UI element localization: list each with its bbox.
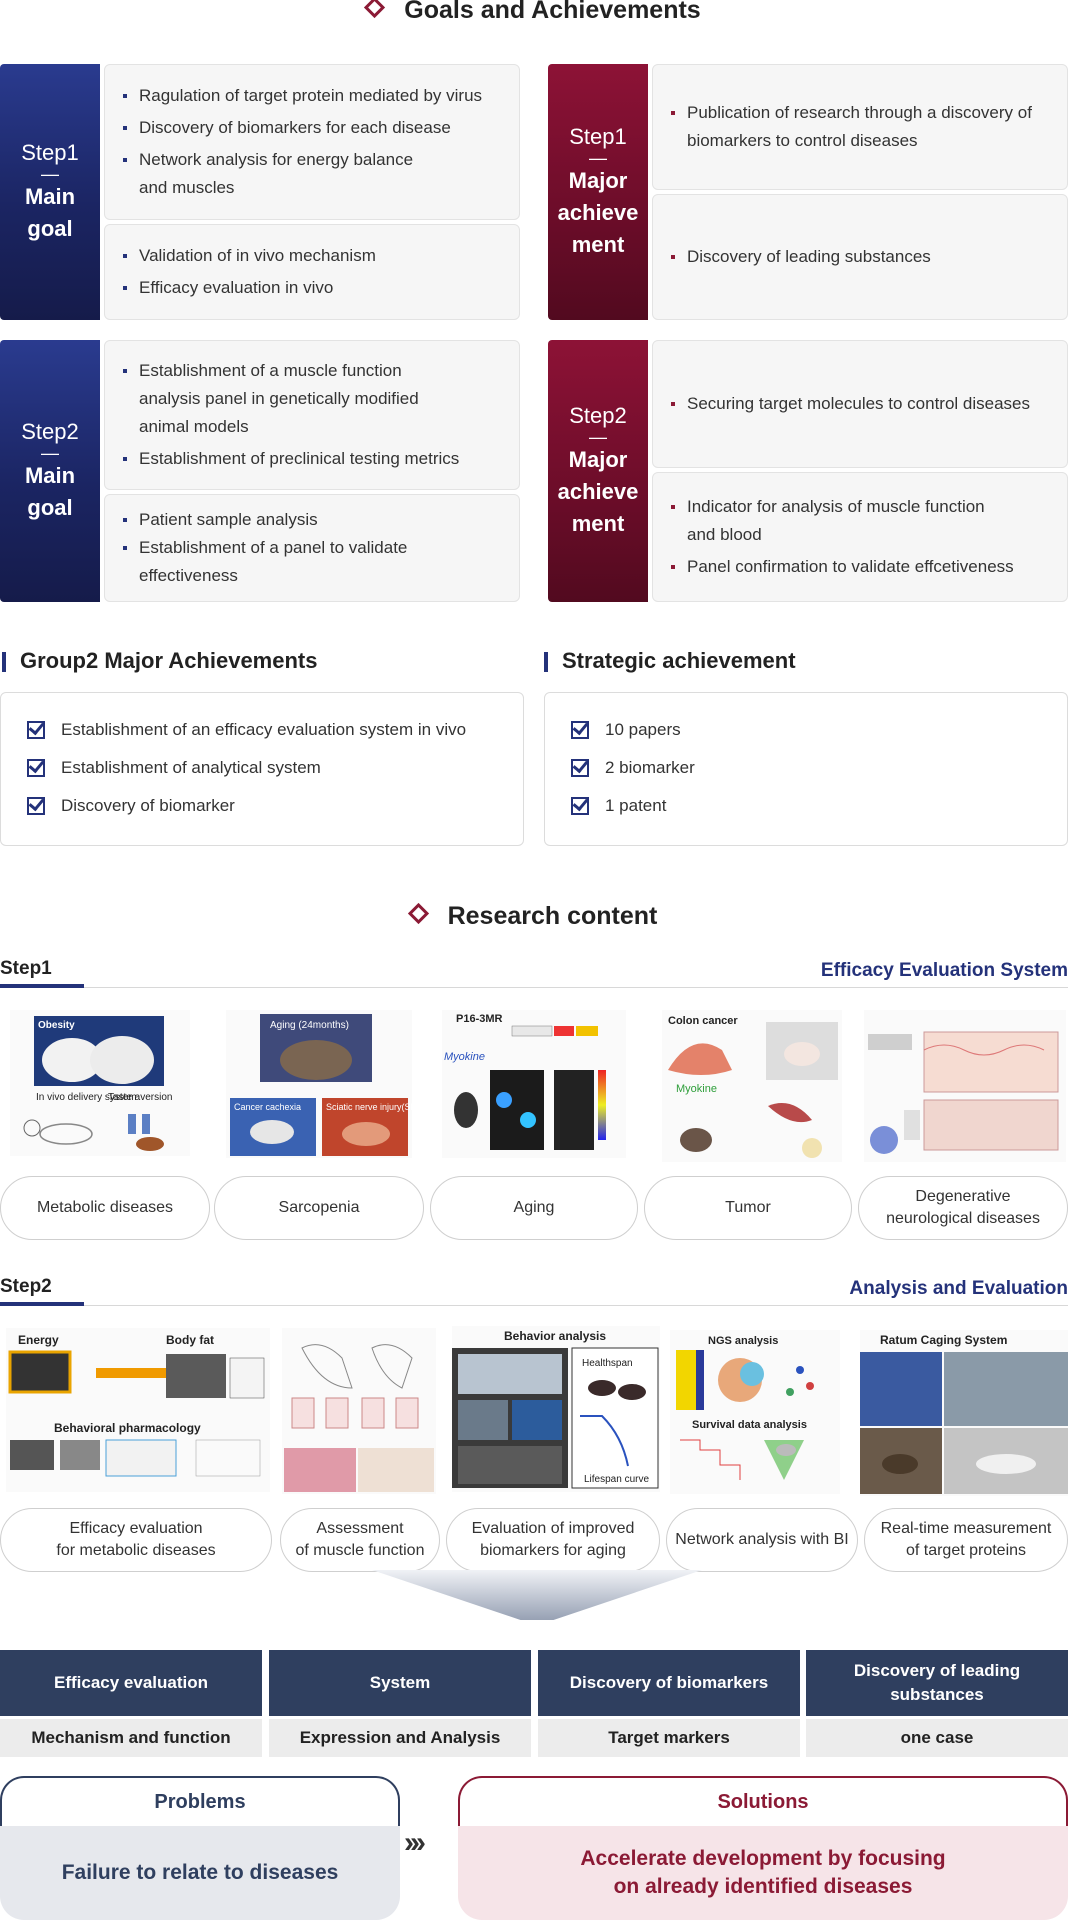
summary-leading-substances: Discovery of leading substances one case: [806, 1650, 1068, 1757]
image-label: P16-3MR: [456, 1013, 503, 1025]
analysis-metabolic-efficacy[interactable]: Efficacy evaluation for metabolic diseas…: [0, 1508, 272, 1572]
summary-biomarkers: Discovery of biomarkers Target markers: [538, 1650, 800, 1757]
achievement-card: Discovery of leading substances: [652, 194, 1068, 320]
achievement-card: Publication of research through a discov…: [652, 64, 1068, 190]
image-label: Ratum Caging System: [880, 1333, 1007, 1347]
behavior-analysis-graphic: Behavior analysis Healthspan Lifespan cu…: [452, 1329, 659, 1489]
summary-efficacy: Efficacy evaluation Mechanism and functi…: [0, 1650, 262, 1757]
image-label: Sciatic nerve injury(SNI): [326, 1102, 412, 1112]
analysis-muscle-function[interactable]: Assessment of muscle function: [280, 1508, 440, 1572]
image-label: Healthspan: [582, 1358, 633, 1369]
step1-main-goal: Step1 — Main goal Ragulation of target p…: [0, 64, 520, 320]
goal-card: Ragulation of target protein mediated by…: [104, 64, 520, 220]
step2-achievement-label: Step2 — Major achieve ment: [548, 340, 648, 602]
sarcopenia-illustration: Aging (24months) Cancer cachexia Sciatic…: [226, 1010, 423, 1158]
image-label: Lifespan curve: [584, 1474, 649, 1485]
strategic-heading: Strategic achievement: [544, 648, 796, 674]
image-label: Energy: [18, 1333, 59, 1347]
problems-body: Failure to relate to diseases: [0, 1826, 400, 1920]
arrows-icon: ›››: [404, 1826, 426, 1859]
summary-system: System Expression and Analysis: [269, 1650, 531, 1757]
checkbox-checked-icon: [27, 759, 45, 777]
analysis-target-proteins[interactable]: Real-time measurement of target proteins: [864, 1508, 1068, 1572]
metabolic-evaluation-graphic: Energy Body fat Behavioral pharmacology: [8, 1333, 265, 1477]
step2-major-achievement: Step2 — Major achieve ment Securing targ…: [548, 340, 1068, 602]
checkbox-checked-icon: [27, 797, 45, 815]
image-label: Cancer cachexia: [234, 1102, 301, 1112]
behavior-analysis-illustration: Behavior analysis Healthspan Lifespan cu…: [452, 1326, 660, 1492]
image-label: Body fat: [166, 1333, 214, 1347]
problems-heading: Problems: [0, 1776, 400, 1826]
achievement-card: Securing target molecules to control dis…: [652, 340, 1068, 468]
check-item: 10 papers: [571, 711, 1041, 749]
caging-system-graphic: Ratum Caging System: [860, 1333, 1068, 1494]
image-label: Taste aversion: [108, 1092, 172, 1103]
ngs-analysis-illustration: NGS analysis Survival data analysis: [670, 1330, 840, 1494]
check-item: Discovery of biomarker: [27, 787, 497, 825]
checkbox-checked-icon: [27, 721, 45, 739]
achievement-card: Indicator for analysis of muscle functio…: [652, 472, 1068, 602]
funnel-arrow: [372, 1570, 702, 1620]
image-label: In vivo delivery system: [36, 1092, 137, 1103]
aging-graphic: P16-3MR Myokine: [444, 1013, 606, 1150]
category-tumor[interactable]: Tumor: [644, 1176, 852, 1240]
check-item: 2 biomarker: [571, 749, 1041, 787]
caging-system-illustration: Ratum Caging System: [860, 1330, 1068, 1496]
muscle-function-graphic: [284, 1344, 434, 1492]
image-label: Behavioral pharmacology: [54, 1421, 201, 1435]
obesity-illustration: Obesity In vivo delivery system Taste av…: [10, 1010, 190, 1156]
checkbox-checked-icon: [571, 797, 589, 815]
image-label: Aging (24months): [270, 1020, 349, 1031]
checkbox-checked-icon: [571, 721, 589, 739]
obesity-graphic: Obesity In vivo delivery system Taste av…: [23, 1016, 172, 1151]
metabolic-evaluation-illustration: Energy Body fat Behavioral pharmacology: [6, 1328, 270, 1492]
image-label: Myokine: [444, 1051, 485, 1063]
check-item: Establishment of analytical system: [27, 749, 497, 787]
image-label: Colon cancer: [668, 1015, 738, 1027]
check-item: Establishment of an efficacy evaluation …: [27, 711, 497, 749]
group2-checklist: Establishment of an efficacy evaluation …: [0, 692, 524, 846]
solutions-body: Accelerate development by focusing on al…: [458, 1826, 1068, 1920]
research-title: Research content: [0, 902, 1068, 931]
aging-illustration: P16-3MR Myokine: [442, 1010, 626, 1158]
goal-card: Patient sample analysis Establishment of…: [104, 494, 520, 602]
sarcopenia-graphic: Aging (24months) Cancer cachexia Sciatic…: [230, 1014, 423, 1156]
image-label: Myokine: [676, 1083, 717, 1095]
analysis-aging-biomarkers[interactable]: Evaluation of improved biomarkers for ag…: [446, 1508, 660, 1572]
step2-main-goal: Step2 — Main goal Establishment of a mus…: [0, 340, 520, 602]
solutions-heading: Solutions: [458, 1776, 1068, 1826]
goal-card: Establishment of a muscle function analy…: [104, 340, 520, 490]
strategic-checklist: 10 papers 2 biomarker 1 patent: [544, 692, 1068, 846]
checkbox-checked-icon: [571, 759, 589, 777]
category-metabolic-diseases[interactable]: Metabolic diseases: [0, 1176, 210, 1240]
image-label: Behavior analysis: [504, 1329, 606, 1343]
image-label: Obesity: [38, 1020, 75, 1031]
step1-main-goal-label: Step1 — Main goal: [0, 64, 100, 320]
group2-heading: Group2 Major Achievements: [2, 648, 317, 674]
category-sarcopenia[interactable]: Sarcopenia: [214, 1176, 424, 1240]
diamond-icon: [407, 902, 429, 925]
goal-card: Validation of in vivo mechanism Efficacy…: [104, 224, 520, 320]
analysis-network-bi[interactable]: Network analysis with BI: [666, 1508, 858, 1572]
tumor-illustration: Colon cancer Myokine: [662, 1010, 842, 1162]
ngs-analysis-graphic: NGS analysis Survival data analysis: [676, 1335, 814, 1480]
image-label: NGS analysis: [708, 1335, 778, 1347]
tumor-graphic: Colon cancer Myokine: [668, 1015, 838, 1158]
neurological-graphic: [868, 1031, 1059, 1154]
step1-header: Step1 Efficacy Evaluation System: [0, 956, 1068, 988]
step1-major-achievement: Step1 — Major achieve ment Publication o…: [548, 64, 1068, 320]
step2-main-goal-label: Step2 — Main goal: [0, 340, 100, 602]
step2-header: Step2 Analysis and Evaluation: [0, 1274, 1068, 1306]
image-label: Survival data analysis: [692, 1419, 807, 1431]
category-neurological-diseases[interactable]: Degenerative neurological diseases: [858, 1176, 1068, 1240]
check-item: 1 patent: [571, 787, 1041, 825]
goals-title: Goals and Achievements: [0, 0, 1068, 25]
diamond-icon: [364, 0, 386, 19]
step1-achievement-label: Step1 — Major achieve ment: [548, 64, 648, 320]
neurological-illustration: [864, 1010, 1066, 1162]
muscle-function-illustration: [282, 1328, 436, 1494]
category-aging[interactable]: Aging: [430, 1176, 638, 1240]
